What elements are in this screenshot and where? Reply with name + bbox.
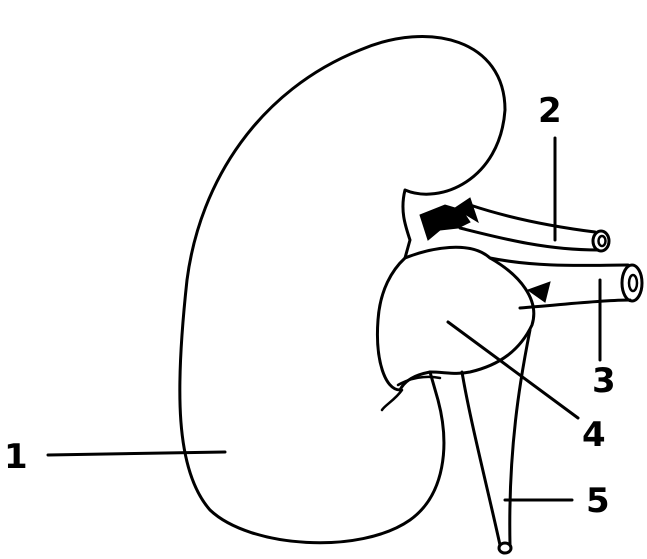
renal-vein-end <box>622 265 642 301</box>
renal-vein-lumen <box>629 275 637 291</box>
renal-pelvis <box>405 247 534 373</box>
label-3: 3 <box>592 361 616 401</box>
label-1: 1 <box>4 437 28 477</box>
kidney-outline <box>180 37 505 543</box>
ureter-left-wall <box>462 372 500 545</box>
renal-vein <box>490 258 630 308</box>
leader-line-1 <box>48 452 225 455</box>
renal-artery <box>460 205 598 250</box>
pelvis-hook <box>382 390 402 410</box>
ureter-end <box>499 543 511 553</box>
label-5: 5 <box>586 481 610 521</box>
label-4: 4 <box>582 415 606 455</box>
ureter-right-wall <box>510 330 530 545</box>
renal-artery-lumen <box>599 236 606 246</box>
label-2: 2 <box>538 91 562 131</box>
